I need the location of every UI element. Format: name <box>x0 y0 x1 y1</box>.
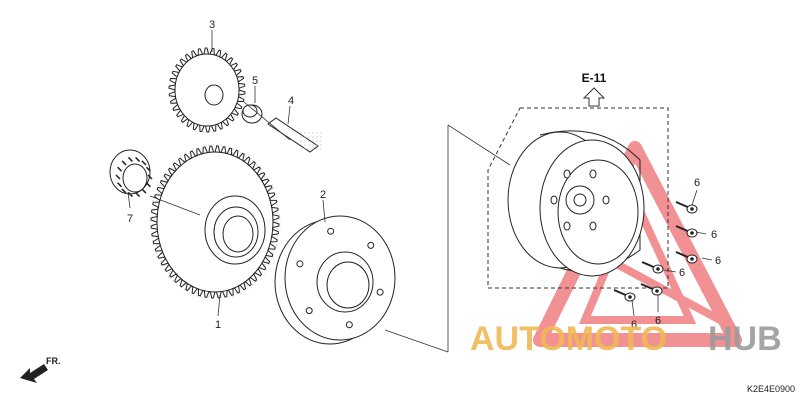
front-direction-arrow-icon <box>20 364 48 383</box>
watermark-text-part1: AUTOMOTO <box>470 320 667 358</box>
callout-6a: 6 <box>694 177 700 189</box>
idle-gear-shaft <box>267 117 322 153</box>
callout-6c: 6 <box>715 255 721 267</box>
section-ref-label: E-11 <box>582 71 607 85</box>
direction-label: FR. <box>46 356 61 366</box>
bolt-icon <box>675 225 698 238</box>
bolt-icon <box>675 251 698 264</box>
callout-6f: 6 <box>655 315 661 327</box>
callout-3: 3 <box>209 19 215 31</box>
bushing <box>241 104 263 124</box>
diagram-code: K2E4E0900 <box>747 384 795 394</box>
bolt-group <box>613 201 698 302</box>
bolt-icon <box>641 261 664 274</box>
callout-4: 4 <box>288 95 294 107</box>
one-way-clutch <box>274 215 396 345</box>
bolt-icon <box>675 201 698 214</box>
assembly-lines <box>149 101 511 353</box>
bolt-icon <box>613 289 636 302</box>
assembly-dashed-box <box>487 107 669 289</box>
watermark-text-part2: HUB <box>708 320 782 358</box>
starter-driven-gear <box>149 144 281 300</box>
watermark-text: AUTOMOTO HUB <box>470 320 782 358</box>
callout-6e: 6 <box>631 319 637 331</box>
starter-idle-gear <box>168 47 246 133</box>
up-arrow-icon <box>582 87 606 107</box>
callout-2: 2 <box>320 189 326 201</box>
flywheel-rotor <box>507 130 645 277</box>
callout-5: 5 <box>252 75 258 87</box>
callout-7: 7 <box>127 213 133 225</box>
callout-6b: 6 <box>711 229 717 241</box>
callout-1: 1 <box>215 319 221 331</box>
bolt-icon <box>640 283 663 296</box>
callout-6d: 6 <box>679 267 685 279</box>
callout-leaders <box>127 30 713 317</box>
needle-bearing <box>109 149 153 198</box>
